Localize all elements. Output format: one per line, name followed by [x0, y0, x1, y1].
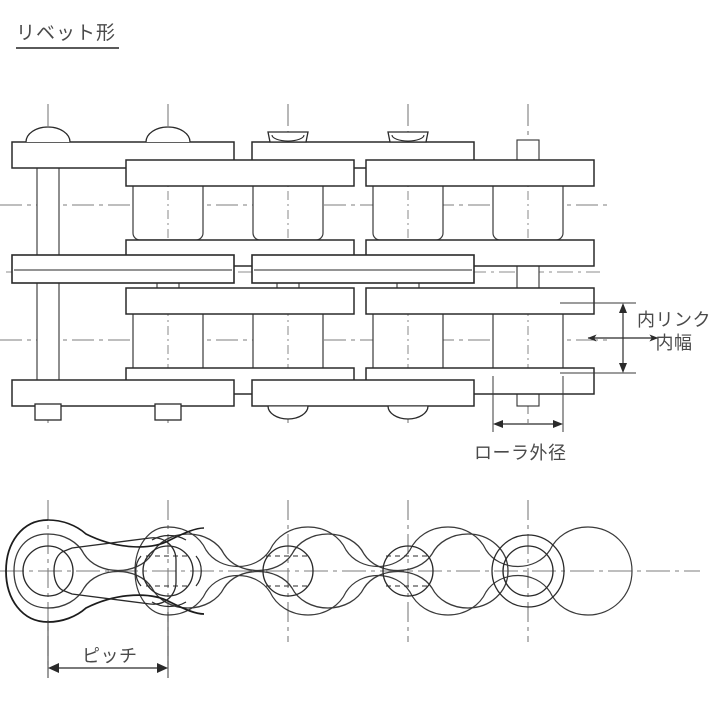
side-view-link-cluster-left [135, 534, 202, 608]
drawing-title: リベット形 [16, 22, 119, 49]
inner-link-plate-upper [125, 159, 595, 187]
label-inner-link-inner-width: 内リンク 内幅 [632, 310, 713, 355]
side-view [0, 500, 700, 668]
label-inner-link-inner-width-line2: 内幅 [655, 332, 693, 354]
outer-link-plate-top [11, 141, 475, 169]
roller-centerlines [167, 172, 529, 373]
side-view-rear-plate-outline [13, 533, 509, 609]
inner-link-plate-mid-lower [125, 287, 595, 315]
side-view-connecting-plate-outer [5, 519, 205, 623]
pin-ends-bottom [34, 403, 429, 421]
label-roller-outer-diameter: ローラ外径 [474, 443, 567, 464]
dimension-inner-link-inner-width [560, 302, 659, 374]
rivet-heads-top [25, 126, 429, 143]
side-view-front-plate-outline [134, 526, 633, 616]
drawing-title-underline [16, 46, 119, 49]
outer-link-plate-center [11, 254, 475, 284]
dimension-pitch [47, 612, 169, 678]
side-view-hidden-edges [146, 555, 430, 587]
outer-link-plate-bottom [11, 379, 475, 407]
label-inner-link-inner-width-line1: 内リンク [637, 310, 711, 331]
label-pitch: ピッチ [82, 646, 138, 667]
dimension-roller-outer-diameter [492, 376, 564, 432]
top-view [0, 104, 610, 424]
side-view-vertical-centerlines [47, 500, 529, 668]
side-view-roller-circle [491, 534, 565, 608]
side-view-pin-holes [22, 545, 554, 597]
drawing-title-text: リベット形 [16, 22, 117, 44]
